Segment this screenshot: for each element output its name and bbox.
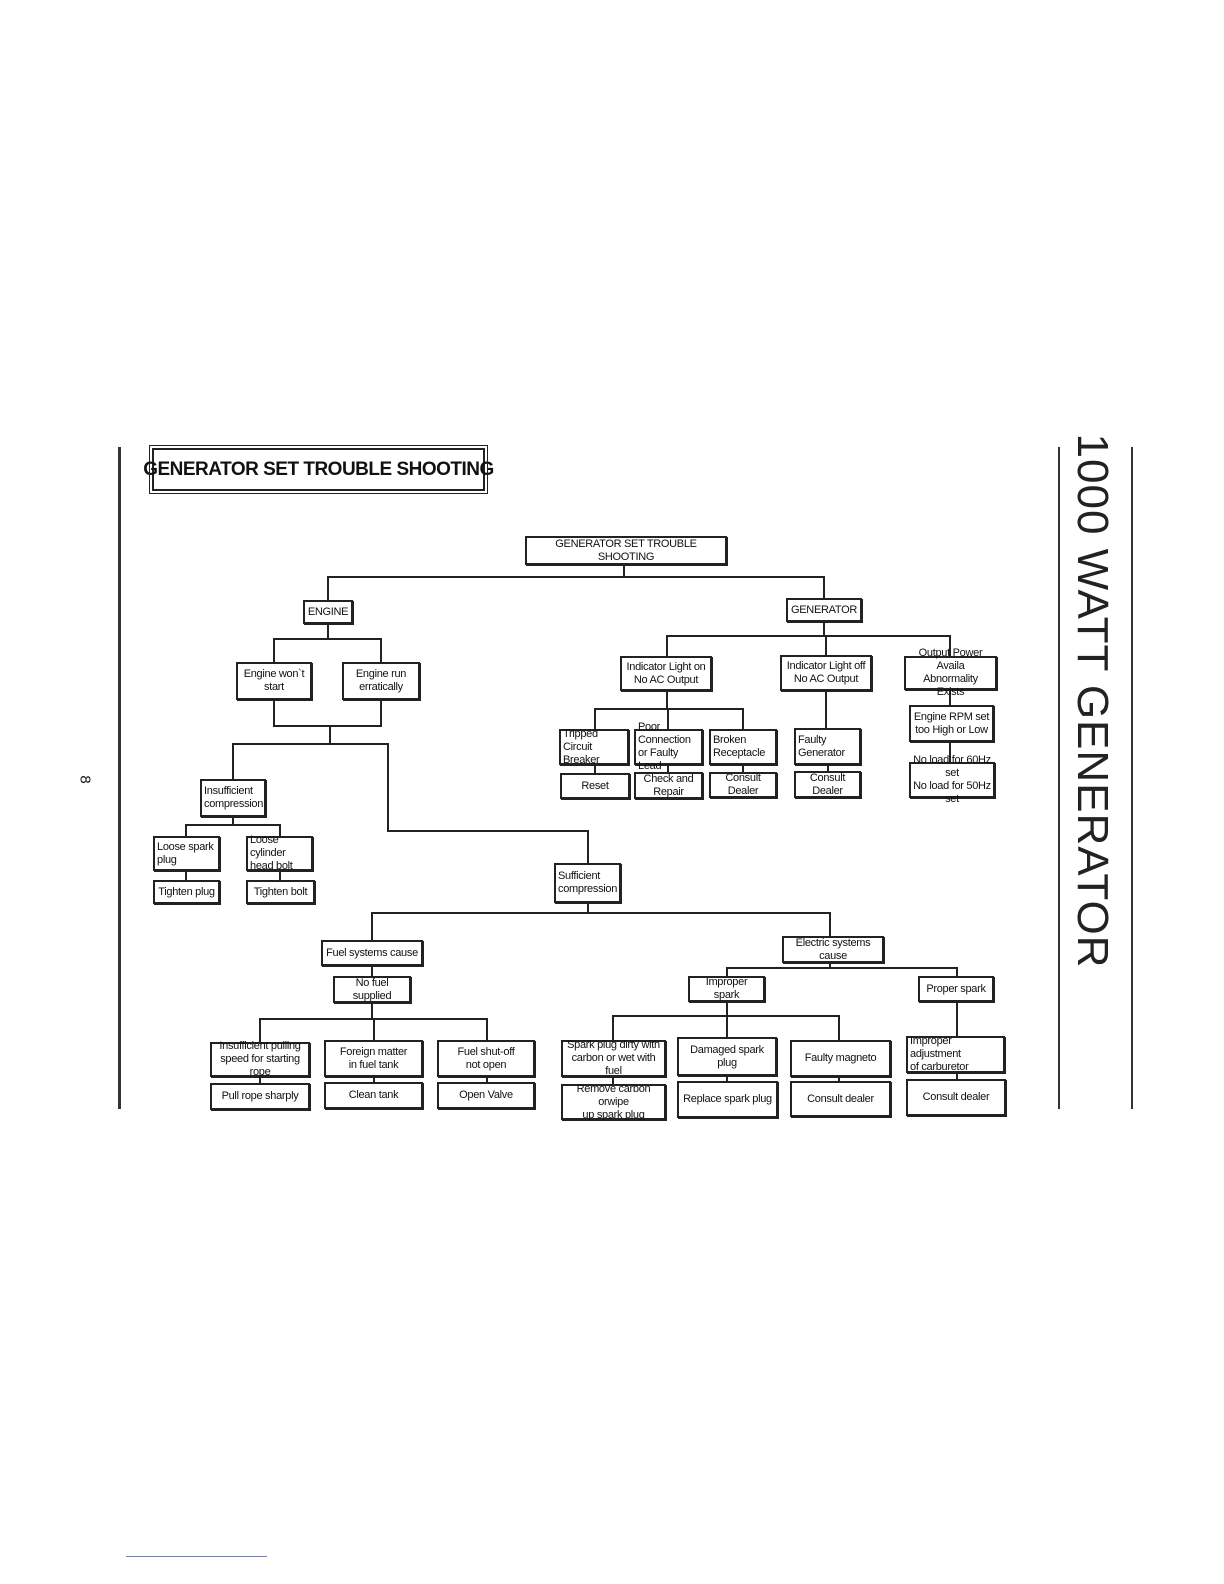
- node-check-repair: Check and Repair: [634, 772, 703, 799]
- node-indicator-on: Indicator Light on No AC Output: [620, 656, 712, 691]
- node-no-load: No load for 60Hz set No load for 50Hz se…: [909, 754, 995, 805]
- node-consult-dealer-1: Consult Dealer: [709, 772, 777, 798]
- node-replace-spark-plug: Replace spark plug: [677, 1081, 778, 1118]
- node-fuel-shutoff: Fuel shut-off not open: [437, 1040, 535, 1077]
- node-loose-cylinder-head: Loose cylinder head bolt: [246, 834, 313, 872]
- node-sufficient-compression: Sufficient compression: [554, 863, 621, 903]
- node-generator: GENERATOR: [786, 598, 862, 622]
- node-damaged-spark-plug: Damaged spark plug: [677, 1037, 777, 1076]
- node-open-valve: Open Valve: [437, 1082, 535, 1109]
- node-insufficient-pulling: Insufficient pulling speed for starting …: [210, 1040, 310, 1078]
- node-engine-wont-start: Engine won`t start: [236, 662, 312, 700]
- node-engine-rpm: Engine RPM set too High or Low: [909, 705, 994, 742]
- node-pull-rope: Pull rope sharply: [210, 1083, 310, 1110]
- node-poor-connection: Poor Connection or Faulty Lead: [634, 721, 703, 772]
- right-margin-line-outer: [1131, 447, 1133, 1109]
- node-faulty-generator: Faulty Generator: [794, 728, 861, 765]
- node-consult-dealer-2: Consult Dealer: [794, 771, 861, 798]
- node-fuel-systems: Fuel systems cause: [321, 940, 423, 966]
- node-clean-tank: Clean tank: [324, 1082, 423, 1109]
- node-spark-plug-dirty: Spark plug dirty with carbon or wet with…: [561, 1039, 666, 1077]
- node-electric-systems: Electric systems cause: [782, 936, 884, 963]
- main-title: GENERATOR SET TROUBLE SHOOTING: [143, 445, 494, 494]
- node-output-power: Output Power Availa Abnormality Exists: [904, 647, 997, 698]
- node-root: GENERATOR SET TROUBLE SHOOTING: [525, 536, 727, 565]
- left-margin-line: [118, 447, 121, 1109]
- right-margin-line-inner: [1058, 447, 1060, 1109]
- node-indicator-off: Indicator Light off No AC Output: [780, 655, 872, 691]
- node-insufficient-compression: Insufficient compression: [200, 779, 266, 817]
- node-faulty-magneto: Faulty magneto: [790, 1040, 891, 1077]
- node-engine-run-erratically: Engine run erratically: [342, 662, 420, 700]
- node-improper-carburetor: Improper adjustment of carburetor: [906, 1035, 1005, 1073]
- node-foreign-matter: Foreign matter in fuel tank: [324, 1040, 423, 1077]
- node-tighten-plug: Tighten plug: [153, 880, 220, 904]
- node-loose-spark-plug: Loose spark plug: [153, 836, 220, 871]
- node-consult-dealer-4: Consult dealer: [906, 1079, 1006, 1116]
- node-consult-dealer-3: Consult dealer: [790, 1081, 891, 1117]
- node-tighten-bolt: Tighten bolt: [246, 880, 315, 904]
- node-proper-spark: Proper spark: [918, 976, 994, 1002]
- bottom-rule: [126, 1556, 267, 1557]
- node-tripped-breaker: Tripped Circuit Breaker: [559, 728, 629, 766]
- node-broken-receptacle: Broken Receptacle: [709, 729, 777, 765]
- node-improper-spark: Improper spark: [688, 976, 765, 1002]
- node-remove-carbon: Remove carbon orwipe up spark plug: [561, 1083, 666, 1121]
- node-no-fuel: No fuel supplied: [333, 976, 411, 1003]
- node-reset: Reset: [560, 773, 630, 799]
- node-engine: ENGINE: [303, 600, 353, 624]
